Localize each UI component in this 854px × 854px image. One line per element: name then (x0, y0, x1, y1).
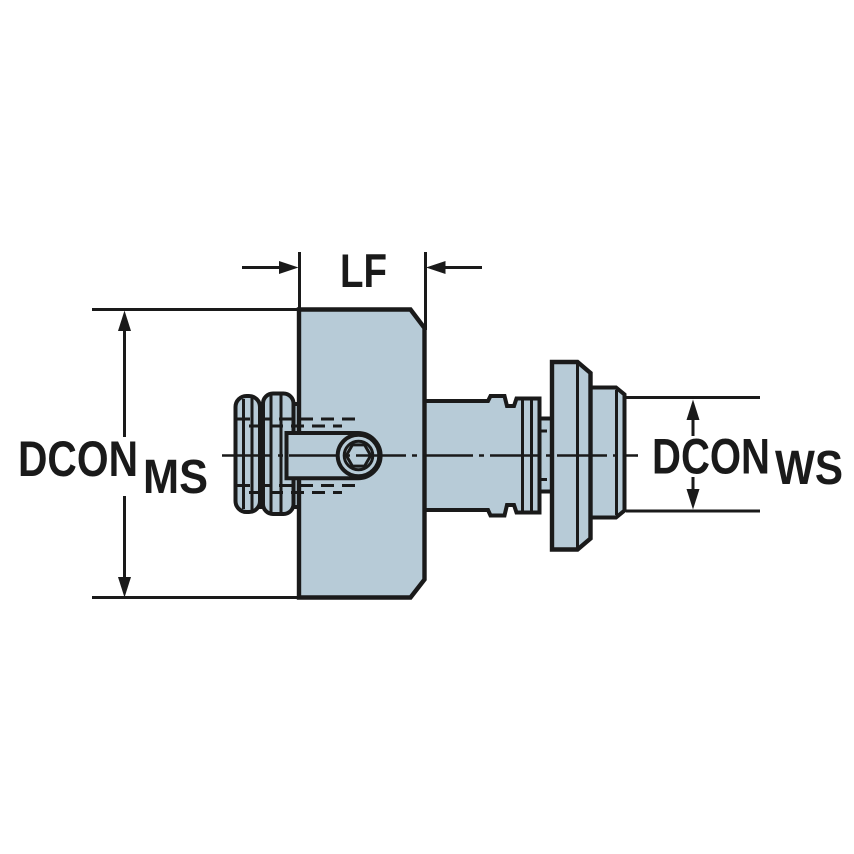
tool-adapter-part (222, 307, 638, 600)
dimension-labels: LF DCON MS DCON WS (18, 244, 843, 504)
dcon-ms-up-arrowhead-icon (118, 310, 131, 331)
dcon-ms-subscript-label: MS (143, 451, 208, 504)
workpiece-side-end-cap (588, 385, 627, 520)
dcon-ws-dimension-label: DCON (652, 429, 770, 485)
dcon-ms-down-arrowhead-icon (118, 577, 131, 598)
lf-right-arrowhead-icon (426, 261, 446, 274)
dcon-ms-dimension-label: DCON (18, 431, 138, 487)
machine-side-collar-1 (233, 394, 262, 514)
dcon-ws-subscript-label: WS (775, 442, 843, 495)
lf-left-arrowhead-icon (279, 261, 299, 274)
lf-dimension-label: LF (340, 244, 387, 297)
hidden-thread-lines (237, 417, 360, 494)
dimension-lines (92, 252, 760, 599)
dcon-ws-down-arrowhead-icon (686, 489, 700, 510)
dcon-ws-up-arrowhead-icon (686, 399, 700, 420)
